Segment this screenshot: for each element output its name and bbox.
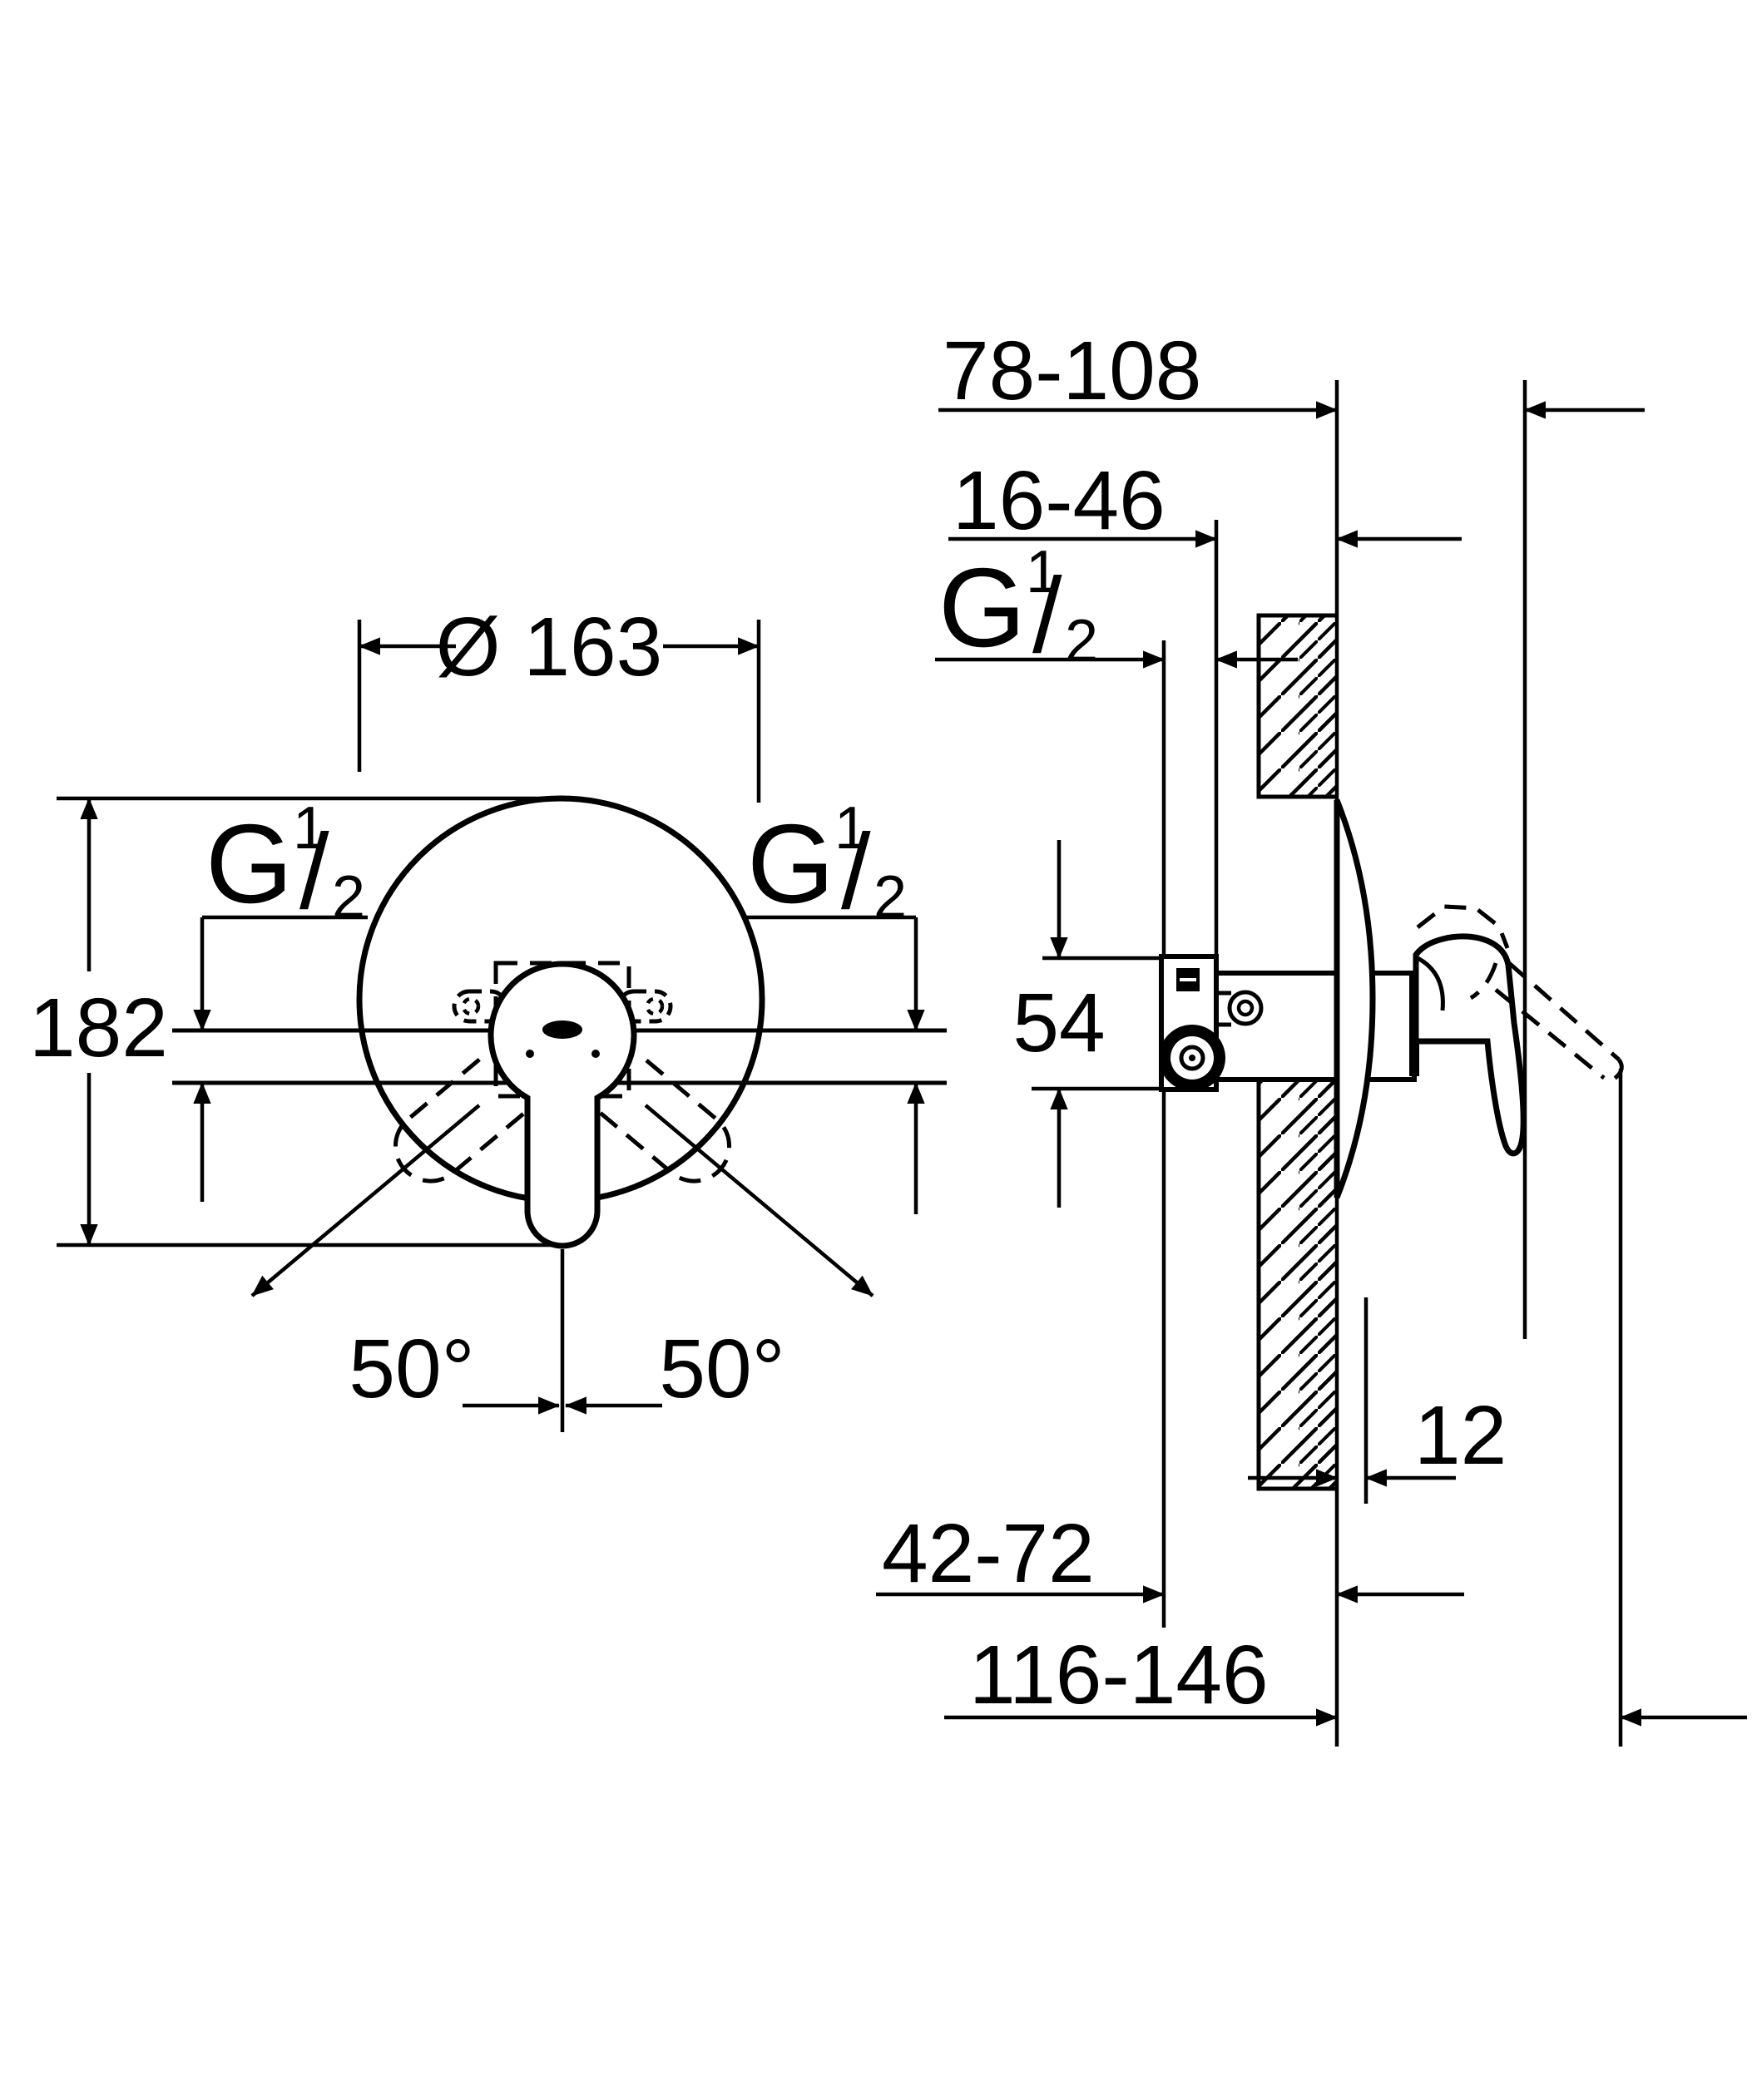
dim-12-label: 12 xyxy=(1414,1389,1507,1482)
housing-knob xyxy=(1159,1025,1225,1091)
thread-label-left-text: G 1 / 2 xyxy=(205,795,365,931)
side-view: 78-108 16-46 G 1 / 2 54 xyxy=(876,324,1747,1747)
dim-182-label: 182 xyxy=(29,981,168,1075)
dim-78-108-label: 78-108 xyxy=(943,324,1201,418)
thread-label-right: G 1 / 2 xyxy=(744,795,925,1214)
angle-leg-right xyxy=(644,1104,874,1297)
thread-label-right-text: G 1 / 2 xyxy=(747,795,907,931)
dim-16-46: 16-46 xyxy=(948,454,1462,548)
dim-54-label: 54 xyxy=(1012,976,1105,1070)
dim-42-72: 42-72 xyxy=(876,1507,1464,1603)
thread-label-side-text: G 1 / 2 xyxy=(938,539,1098,675)
lever-side-open-dashed xyxy=(1416,904,1624,1084)
handle-dot-left xyxy=(526,1050,534,1058)
dim-50-right-label: 50° xyxy=(659,1322,784,1416)
front-view: 182 Ø 163 xyxy=(29,600,947,1432)
cartridge-body xyxy=(1214,971,1417,1082)
dim-16-46-label: 16-46 xyxy=(953,454,1166,547)
wall-section-upper xyxy=(1256,613,1337,799)
union-nut xyxy=(1216,990,1264,1027)
handle-dot-right xyxy=(591,1050,600,1058)
angle-leg-left xyxy=(250,1104,481,1297)
dim-182: 182 xyxy=(29,796,562,1248)
handle-mark xyxy=(542,1020,582,1039)
dim-50-left-label: 50° xyxy=(349,1322,474,1416)
dim-78-108: 78-108 xyxy=(938,324,1645,419)
dim-116-146: 116-146 xyxy=(944,1628,1747,1727)
valve-housing xyxy=(1159,954,1225,1092)
dim-12: 12 xyxy=(1248,1297,1507,1504)
dim-54: 54 xyxy=(1012,840,1160,1208)
wall-section-lower xyxy=(1256,1077,1337,1491)
dim-swing-angle: 50° 50° xyxy=(250,1104,874,1432)
dim-diameter-163: Ø 163 xyxy=(357,600,761,803)
thread-label-side: G 1 / 2 xyxy=(935,539,1298,675)
handle-lever xyxy=(487,961,637,1249)
dim-42-72-label: 42-72 xyxy=(882,1507,1095,1600)
dim-116-146-label: 116-146 xyxy=(969,1628,1269,1722)
escutcheon-profile xyxy=(1334,798,1376,1199)
thread-label-left: G 1 / 2 xyxy=(193,795,368,1202)
lever-hub-detail xyxy=(1416,956,1445,1011)
dim-163-label: Ø 163 xyxy=(436,600,662,694)
